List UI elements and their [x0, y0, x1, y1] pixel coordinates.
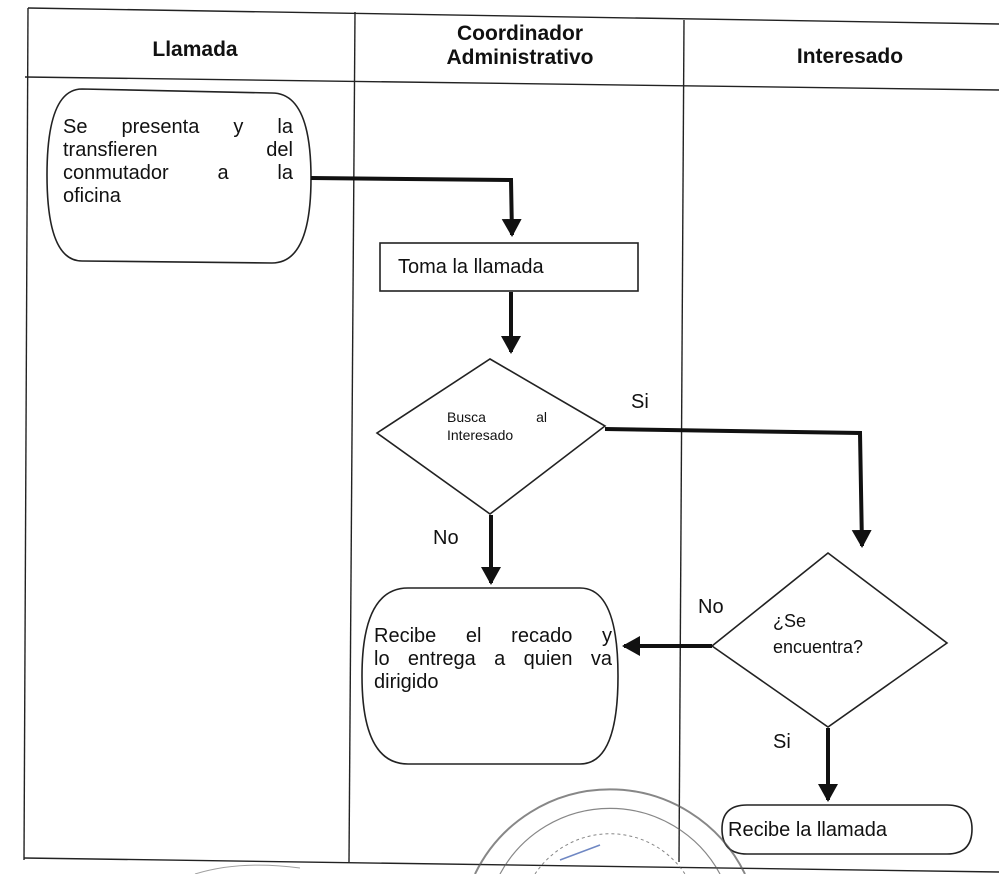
edge-start-to-toma [310, 176, 522, 237]
lane-header-llamada: Llamada [152, 38, 238, 61]
node-recado-line-3: dirigido [374, 671, 439, 693]
node-recibe: Recibe la llamada [728, 819, 887, 841]
node-recado-line-2: lo entrega a quien va [374, 648, 612, 670]
swimlane-table [23, 7, 999, 873]
node-start-line-1: Se presenta y la [63, 116, 293, 138]
node-start-line-3: conmutador a la [63, 162, 293, 184]
node-start: Se presenta y la transfieren del conmuta… [63, 116, 293, 208]
connectors [310, 176, 872, 802]
edge-label-encuentra-no: No [698, 596, 724, 618]
node-start-line-2: transfieren del [63, 139, 293, 161]
node-encuentra-shape [710, 551, 949, 728]
node-encuentra-line-1: ¿Se [773, 611, 807, 631]
edge-label-busca-no: No [433, 527, 459, 549]
node-busca: Busca al Interesado [447, 408, 547, 444]
node-recado-line-1: Recibe el recado y [374, 625, 612, 647]
node-toma-shape [379, 242, 639, 292]
edge-label-encuentra-si: Si [773, 731, 791, 753]
edge-label-busca-si: Si [631, 391, 649, 413]
node-busca-line-2: Interesado [447, 427, 514, 443]
node-start-line-4: oficina [63, 185, 121, 207]
node-busca-shape [375, 358, 607, 515]
node-busca-line-1: Busca al [447, 409, 547, 425]
edge-busca-si [604, 427, 872, 548]
node-encuentra-line-2: encuentra? [773, 637, 864, 657]
node-recibe-shape [721, 804, 973, 855]
node-encuentra: ¿Se encuentra? [773, 608, 863, 660]
lane-header-coordinador: Coordinador Administrativo [446, 22, 594, 69]
node-start-shape [46, 88, 312, 264]
node-toma: Toma la llamada [398, 256, 544, 278]
node-recado: Recibe el recado y lo entrega a quien va… [374, 625, 612, 694]
node-recado-shape [361, 587, 619, 765]
lane-header-interesado: Interesado [796, 45, 904, 68]
official-seal [194, 788, 746, 874]
